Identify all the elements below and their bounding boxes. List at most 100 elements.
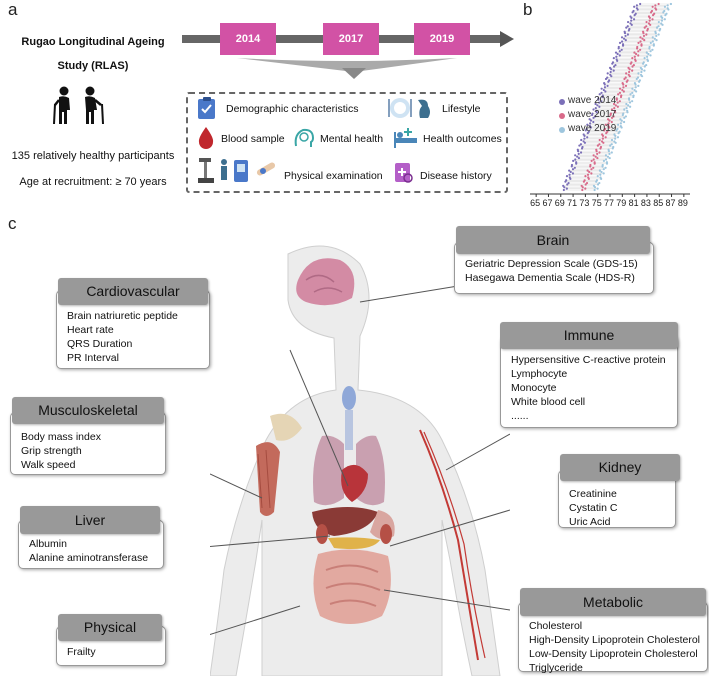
legend-wave-2014: wave 2014 <box>568 95 617 106</box>
wave-point <box>598 93 601 96</box>
wave-point <box>562 188 565 192</box>
kidney-item: Cystatin C <box>569 502 618 514</box>
wave-point <box>565 187 568 190</box>
wave-point <box>626 79 629 82</box>
category-physical-exam: Physical examination <box>284 170 383 182</box>
metabolic-items: Cholesterol High-Density Lipoprotein Cho… <box>529 619 700 675</box>
wave-point <box>653 12 656 15</box>
wave-point <box>643 38 646 42</box>
wave-point <box>601 133 604 136</box>
wave-point <box>588 118 591 121</box>
wave-point <box>588 125 592 128</box>
wave-point <box>628 101 632 104</box>
kidney-item: Uric Acid <box>569 516 611 528</box>
wave-point <box>604 158 608 161</box>
wave-point <box>596 187 599 190</box>
disease-history-icon <box>395 163 413 183</box>
hospital-bed-icon <box>394 128 417 148</box>
wave-point <box>624 84 628 87</box>
musculoskeletal-item: Walk speed <box>21 459 76 471</box>
wave-point <box>567 181 570 185</box>
wave-point <box>602 88 605 92</box>
wave-point <box>594 155 597 158</box>
x-tick-label: 81 <box>628 198 639 208</box>
wave-point <box>613 109 616 112</box>
wave-point <box>655 34 658 38</box>
wave-point <box>618 41 622 44</box>
wave-point <box>642 61 645 64</box>
wave-point <box>576 155 579 158</box>
year-2017: 2017 <box>323 23 379 55</box>
wave-point <box>639 66 642 69</box>
wave-point <box>587 176 590 179</box>
x-tick-label: 65 <box>530 198 541 208</box>
wave-point <box>612 102 616 106</box>
category-lifestyle: Lifestyle <box>442 103 481 115</box>
wave-point <box>657 25 660 28</box>
wave-point <box>606 130 609 133</box>
wave-point <box>621 43 625 46</box>
wave-point <box>638 79 641 82</box>
wave-point <box>625 26 628 29</box>
wave-point <box>663 5 667 8</box>
wave-point <box>643 57 646 60</box>
wave-point <box>599 173 602 176</box>
wave-point <box>626 20 630 24</box>
wave-point <box>586 136 589 139</box>
wave-point <box>602 159 606 162</box>
wave-point <box>610 120 613 124</box>
wave-point <box>587 130 590 133</box>
wave-point <box>665 12 668 15</box>
wave-point <box>661 23 664 26</box>
wave-point <box>635 7 638 10</box>
wave-point <box>598 181 601 185</box>
wave-point <box>649 50 652 53</box>
wave-point <box>594 115 597 118</box>
physical-exam-icon <box>198 158 276 183</box>
wave-point <box>592 184 596 187</box>
wave-point <box>585 181 589 185</box>
wave-point <box>618 50 621 53</box>
wave-point <box>610 108 614 111</box>
metabolic-item: Triglyceride <box>529 662 583 674</box>
wave-point <box>562 184 565 187</box>
cardiovascular-item: Brain natriuretic peptide <box>67 310 178 322</box>
wave-point <box>607 125 610 128</box>
brain-items: Geriatric Depression Scale (GDS-15) Hase… <box>465 257 638 285</box>
wave-point <box>618 100 621 103</box>
x-tick-label: 67 <box>542 198 553 208</box>
panel-label-b: b <box>523 0 533 19</box>
wave-point <box>645 25 648 28</box>
brain-item: Geriatric Depression Scale (GDS-15) <box>465 258 638 270</box>
wave-point <box>620 48 623 51</box>
wave-point <box>641 37 644 40</box>
wave-point <box>629 93 632 96</box>
wave-point <box>643 69 646 72</box>
wave-point <box>631 65 634 68</box>
legend-wave-2017: wave 2017 <box>568 109 617 120</box>
wave-point <box>657 2 660 6</box>
wave-point <box>615 58 618 61</box>
cardiovascular-items: Brain natriuretic peptide Heart rate QRS… <box>67 309 178 365</box>
x-tick-label: 75 <box>591 198 602 208</box>
wave-point <box>599 145 603 149</box>
wave-point <box>648 19 651 22</box>
cardiovascular-title: Cardiovascular <box>58 278 208 305</box>
wave-point <box>612 69 615 72</box>
wave-point <box>603 86 607 89</box>
wave-point <box>647 15 651 18</box>
panel-label-c: c <box>8 214 17 233</box>
wave-point <box>618 130 621 133</box>
wave-point <box>608 119 611 122</box>
x-tick-label: 71 <box>567 198 578 208</box>
wave-point <box>666 4 669 7</box>
wave-point <box>637 41 640 44</box>
wave-point <box>610 138 614 142</box>
immune-box: Hypersensitive C-reactive protein Lympho… <box>500 336 678 428</box>
wave-point <box>581 145 584 149</box>
wave-point <box>607 122 610 125</box>
wave-point <box>631 100 634 103</box>
wave-point <box>613 107 616 110</box>
wave-point <box>565 179 568 182</box>
wave-point <box>581 188 584 192</box>
